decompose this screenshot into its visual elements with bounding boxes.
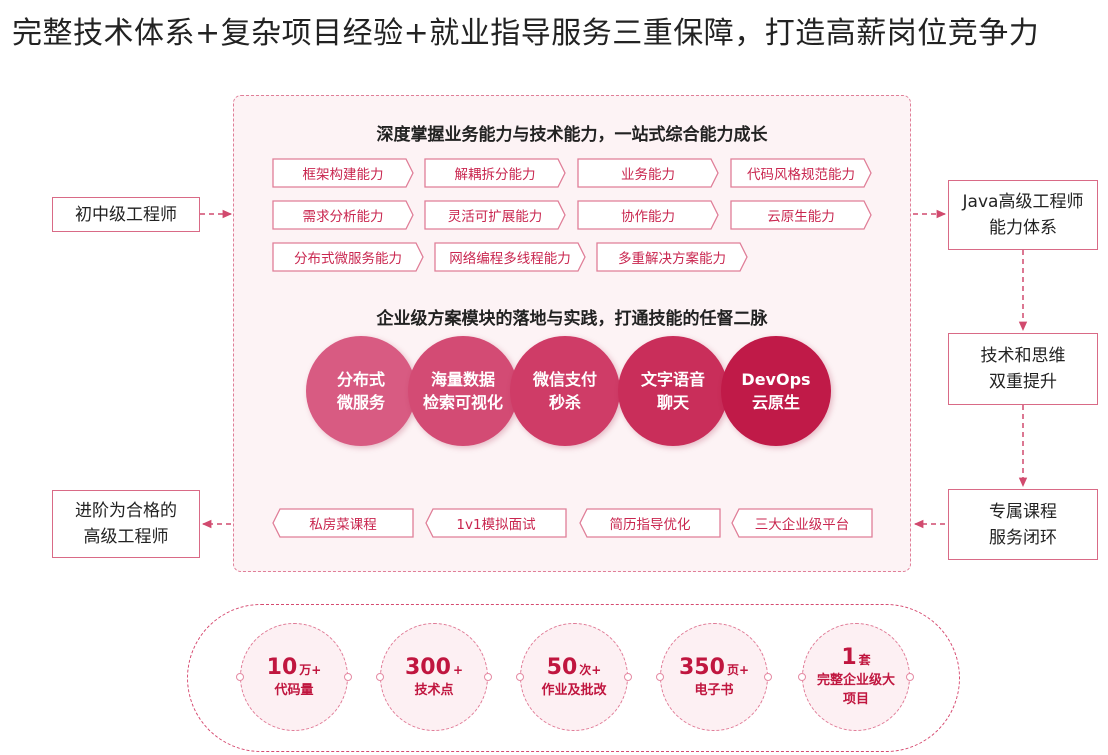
page-title: 完整技术体系+复杂项目经验+就业指导服务三重保障，打造高薪岗位竞争力	[12, 16, 1040, 51]
stat-unit: 万+	[299, 662, 322, 677]
skill-tag: 分布式微服务能力	[272, 242, 424, 272]
stat-number: 50	[546, 654, 578, 680]
java-box-line1: Java高级工程师	[962, 192, 1084, 212]
stat-number: 1	[841, 645, 857, 670]
stat-number: 10	[266, 654, 298, 680]
skill-tag: 灵活可扩展能力	[424, 200, 566, 230]
skill-tag: 云原生能力	[730, 200, 872, 230]
bottom-box-line1: 专属课程	[989, 501, 1057, 522]
skill-tag: 多重解决方案能力	[596, 242, 748, 272]
skill-tag: 解耦拆分能力	[424, 158, 566, 188]
skill-tag: 需求分析能力	[272, 200, 414, 230]
stat-unit: 套	[858, 653, 871, 667]
module-line2: 检索可视化	[422, 393, 503, 412]
skill-tag: 业务能力	[577, 158, 719, 188]
module-circle: 文字语音聊天	[618, 336, 728, 446]
skill-tag-label: 多重解决方案能力	[618, 251, 726, 267]
module-circle: DevOps 云原生	[721, 336, 831, 446]
stat-dot-left	[516, 673, 524, 681]
stat-label: 代码量	[274, 682, 314, 698]
stat-ring	[520, 623, 628, 731]
java-box-line2: 能力体系	[989, 218, 1057, 238]
stat-label: 完整企业级大项目	[816, 673, 895, 707]
service-tag-label: 1v1模拟面试	[456, 517, 536, 533]
service-tag-label: 三大企业级平台	[754, 517, 850, 533]
stat-dot-right	[344, 673, 352, 681]
stat-dot-right	[906, 673, 914, 681]
mid-box-line2: 双重提升	[989, 372, 1057, 392]
module-line2: 微服务	[336, 393, 385, 412]
stat-dot-left	[798, 673, 806, 681]
module-line1: 微信支付	[532, 370, 597, 389]
module-line1: 文字语音	[640, 370, 705, 389]
stat-unit: 次+	[579, 662, 602, 677]
skill-tag-label: 灵活可扩展能力	[447, 209, 543, 225]
stat-unit: +	[452, 662, 463, 677]
module-circle: 海量数据检索可视化	[408, 336, 518, 446]
module-line2: 聊天	[656, 393, 689, 412]
skill-tag: 协作能力	[577, 200, 719, 230]
skill-tag-label: 解耦拆分能力	[454, 167, 536, 183]
section2-heading: 企业级方案模块的落地与实践，打通技能的任督二脉	[376, 309, 768, 329]
dual-improve-box: 技术和思维 双重提升	[948, 333, 1098, 405]
stat-badge: 300+ 技术点	[376, 623, 492, 731]
stat-number: 300	[405, 654, 451, 680]
skill-tag-label: 业务能力	[621, 167, 675, 183]
service-tag-label: 私房菜课程	[309, 517, 377, 533]
start-box-label: 初中级工程师	[75, 204, 177, 225]
stat-unit: 页+	[726, 662, 749, 677]
skill-tag-label: 代码风格规范能力	[747, 167, 855, 183]
module-line2: 云原生	[751, 393, 800, 412]
service-tag: 三大企业级平台	[731, 508, 873, 538]
module-circle: 分布式微服务	[306, 336, 416, 446]
service-tag-label: 简历指导优化	[609, 517, 691, 533]
section1-heading: 深度掌握业务能力与技术能力，一站式综合能力成长	[376, 125, 768, 145]
skill-tag: 框架构建能力	[272, 158, 414, 188]
end-box: 进阶为合格的 高级工程师	[52, 490, 200, 558]
stat-dot-left	[656, 673, 664, 681]
stat-label: 电子书	[694, 682, 734, 698]
stat-dot-right	[624, 673, 632, 681]
stat-label: 作业及批改	[541, 682, 607, 698]
skill-tag-label: 协作能力	[621, 209, 675, 225]
skill-tag-label: 云原生能力	[767, 209, 835, 225]
java-system-box: Java高级工程师 能力体系	[948, 180, 1098, 250]
skill-tag-label: 框架构建能力	[302, 167, 384, 183]
service-tag: 1v1模拟面试	[425, 508, 567, 538]
module-line1: DevOps	[741, 370, 811, 389]
stat-dot-right	[764, 673, 772, 681]
bottom-box-line2: 服务闭环	[989, 527, 1057, 548]
stat-dot-left	[236, 673, 244, 681]
skill-tag-label: 网络编程多线程能力	[449, 251, 571, 267]
end-box-line1: 进阶为合格的	[75, 501, 177, 521]
stats-panel	[187, 604, 960, 752]
skill-tag: 代码风格规范能力	[730, 158, 872, 188]
service-tag: 私房菜课程	[272, 508, 414, 538]
module-line2: 秒杀	[548, 393, 581, 412]
stat-label: 技术点	[414, 682, 454, 698]
stat-dot-left	[376, 673, 384, 681]
module-circle: 微信支付秒杀	[510, 336, 620, 446]
end-box-line2: 高级工程师	[83, 527, 169, 547]
start-box: 初中级工程师	[52, 197, 200, 232]
service-tag: 简历指导优化	[579, 508, 721, 538]
skill-tag: 网络编程多线程能力	[434, 242, 586, 272]
module-line1: 分布式	[336, 370, 385, 389]
skill-tag-label: 需求分析能力	[302, 209, 384, 225]
skill-tag-label: 分布式微服务能力	[294, 251, 402, 267]
module-line1: 海量数据	[430, 370, 495, 389]
stat-number: 350	[679, 654, 725, 680]
mid-box-line1: 技术和思维	[980, 346, 1066, 366]
stat-dot-right	[484, 673, 492, 681]
capability-panel: 深度掌握业务能力与技术能力，一站式综合能力成长 框架构建能力 解耦拆分能力 业务能力…	[233, 95, 911, 572]
service-loop-box: 专属课程 服务闭环	[948, 489, 1098, 560]
